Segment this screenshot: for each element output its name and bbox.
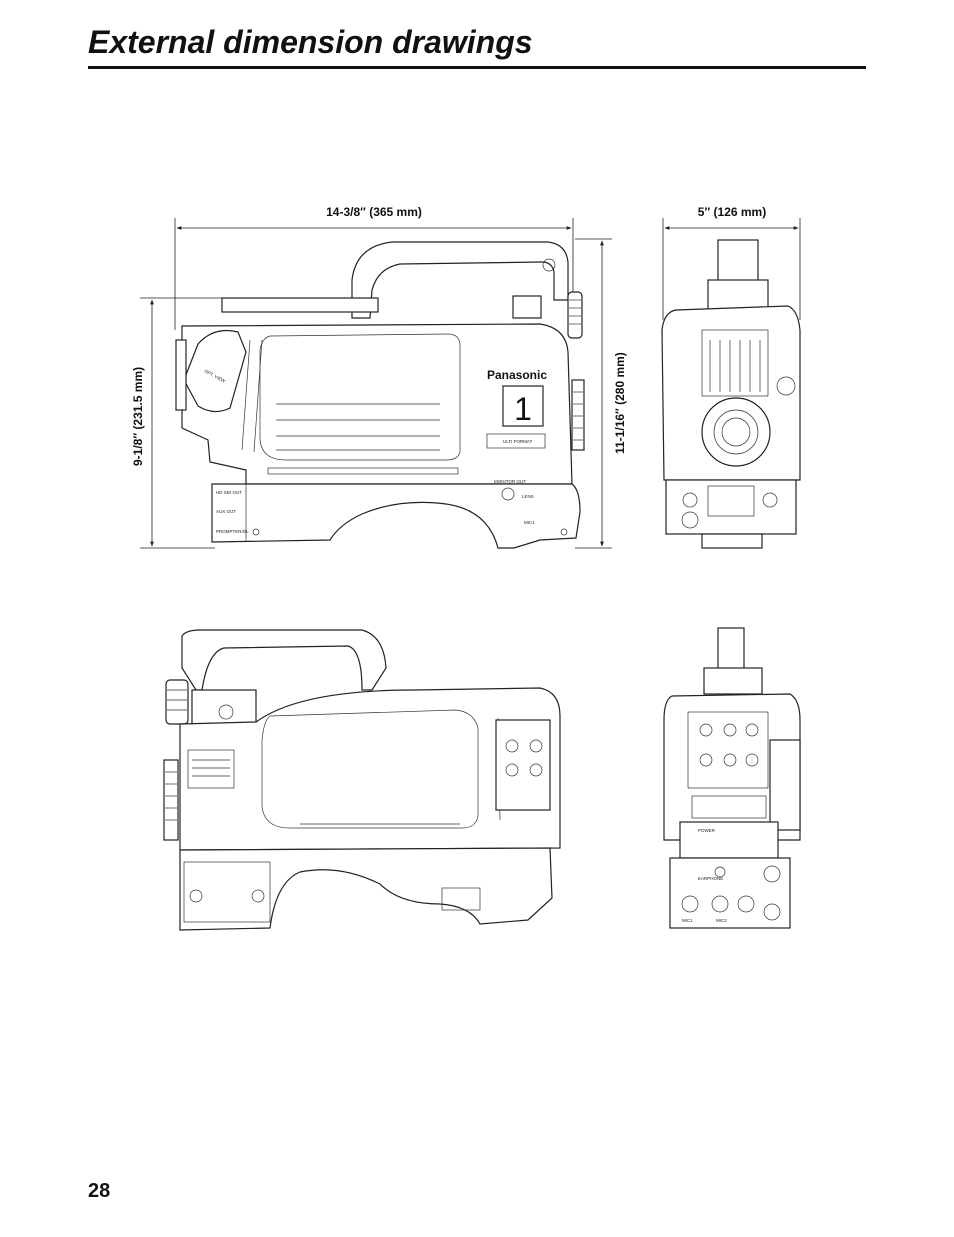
mic-label: MIC1 bbox=[524, 520, 535, 525]
lens-label: LENS bbox=[522, 494, 534, 499]
power-label: POWER bbox=[698, 828, 716, 833]
side-height-label: 9-1/8″ (231.5 mm) bbox=[131, 367, 145, 466]
badge-number: 1 bbox=[514, 391, 532, 427]
monitor-out-label: MONITOR OUT bbox=[494, 479, 526, 484]
camera-opposite-side-view bbox=[163, 629, 561, 931]
total-height-label: 11-1/16″ (280 mm) bbox=[613, 352, 627, 454]
format-logo: ULTI FORMAT bbox=[503, 439, 533, 444]
prompter-label: PROMPTER/GL bbox=[216, 529, 249, 534]
mic1-label: MIC1 bbox=[682, 918, 693, 923]
earphone-label: EARPHONE bbox=[698, 876, 723, 881]
camera-side-view: OPT. VIEW Panasonic 1 ULTI FORMAT HD SDI… bbox=[175, 241, 585, 549]
camera-rear-view: POWER EARPHONE MIC1 MIC2 bbox=[663, 627, 801, 929]
title-rule bbox=[88, 66, 866, 69]
page-number: 28 bbox=[88, 1180, 111, 1202]
page-title: External dimension drawings bbox=[88, 24, 533, 60]
hd-sdi-out-label: HD SDI OUT bbox=[216, 490, 242, 495]
front-width-label: 5″ (126 mm) bbox=[698, 205, 766, 219]
side-brand-logo: Panasonic bbox=[487, 368, 547, 382]
dimension-lines bbox=[140, 218, 801, 549]
mic2-label: MIC2 bbox=[716, 918, 727, 923]
aux-out-label: AUX OUT bbox=[216, 509, 236, 514]
side-length-label: 14-3/8″ (365 mm) bbox=[326, 205, 422, 219]
camera-front-view bbox=[661, 239, 801, 549]
